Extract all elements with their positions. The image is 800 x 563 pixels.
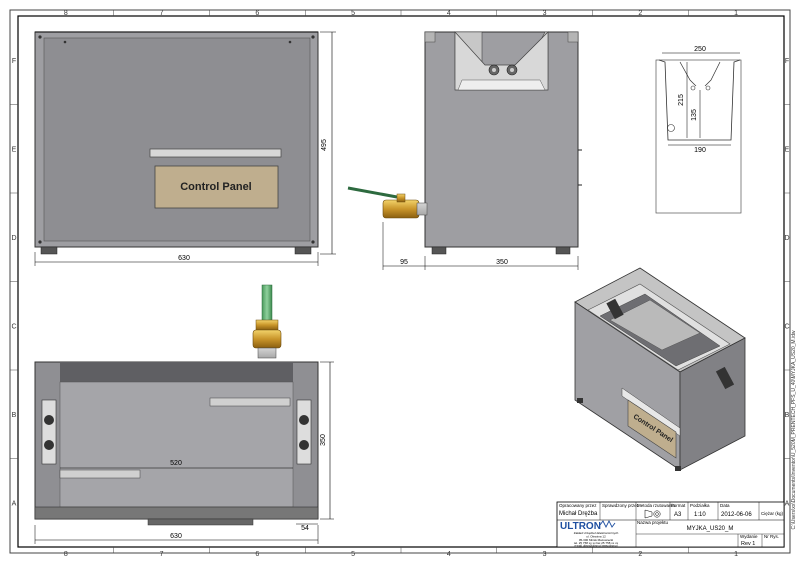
- project-title-value: MYJKA_US20_M: [687, 526, 734, 532]
- section-top-dim: 250: [694, 46, 706, 53]
- zone-column-6: 6: [255, 551, 259, 558]
- zone-column-5: 5: [351, 10, 355, 17]
- company-address-4: e-mail: ultron@ultron.pl www.ultron.pl: [575, 544, 618, 548]
- zone-column-1: 1: [734, 551, 738, 558]
- front-height-dim: 495: [321, 139, 328, 151]
- zone-column-2: 2: [638, 551, 642, 558]
- zone-column-3: 3: [543, 10, 547, 17]
- ball-valve-side: [347, 186, 428, 219]
- date-value: 2012-06-06: [721, 512, 752, 518]
- zone-column-8: 8: [64, 10, 68, 17]
- control-panel-plate: [154, 165, 279, 209]
- format-label: Format: [671, 503, 686, 508]
- projection-method-label: Metoda rzutowania: [637, 503, 676, 508]
- top-depth-dim: 350: [320, 434, 327, 446]
- zone-row-F: F: [785, 58, 789, 65]
- date-label: Data: [720, 503, 730, 508]
- drawn-by-label: Opracowany przez: [559, 503, 597, 508]
- zone-row-B: B: [12, 412, 17, 419]
- zone-row-A: A: [12, 500, 17, 507]
- zone-column-7: 7: [160, 10, 164, 17]
- zone-row-E: E: [785, 146, 790, 153]
- sheet-number-label: Nr Rys.: [764, 534, 779, 539]
- company-logo: ULTRON: [560, 521, 601, 532]
- section-height-dim: 215: [678, 94, 685, 106]
- edition-value: Rev 1: [741, 541, 755, 547]
- zone-column-2: 2: [638, 10, 642, 17]
- scale-label: Podziałka: [690, 503, 710, 508]
- zone-column-3: 3: [543, 551, 547, 558]
- title-block: Opracowany przez Michał Drężba Sprawdzon…: [556, 501, 785, 548]
- side-depth-dim: 350: [496, 259, 508, 266]
- zone-column-7: 7: [160, 551, 164, 558]
- file-path: C:\Users\xx\Documents\Inventor\U_520M_PR…: [791, 330, 797, 529]
- zone-row-A: A: [785, 500, 790, 507]
- section-view: 250 215 135 190: [655, 46, 742, 214]
- zone-row-D: D: [784, 235, 789, 242]
- projection-symbol-icon: [644, 509, 661, 519]
- zone-column-8: 8: [64, 551, 68, 558]
- format-value: A3: [674, 512, 682, 518]
- zone-column-1: 1: [734, 10, 738, 17]
- section-mid-dim: 135: [691, 109, 698, 121]
- top-view: 520 630 54 350: [34, 284, 334, 544]
- top-width-dim: 630: [170, 533, 182, 540]
- zone-row-C: C: [11, 323, 16, 330]
- checked-by-label: Sprawdzony przez: [602, 503, 640, 508]
- company-address-3: tel. 25 758 xx xx fax 25 758 xx xx: [574, 541, 619, 545]
- company-address-2: 05-300 Mińsk Mazowiecki: [579, 538, 614, 542]
- zone-row-D: D: [11, 235, 16, 242]
- zone-row-E: E: [12, 146, 17, 153]
- top-small-dim: 54: [301, 525, 309, 532]
- company-subtitle: Zakład Urządzeń Elektronicznych: [574, 531, 619, 535]
- top-inner-dim: 520: [170, 460, 182, 467]
- zone-row-C: C: [784, 323, 789, 330]
- edition-label: Wydanie: [740, 534, 758, 539]
- zone-row-F: F: [12, 58, 16, 65]
- project-title-label: Nazwa projektu: [637, 520, 669, 525]
- zone-column-6: 6: [255, 10, 259, 17]
- company-wave-icon: [599, 519, 616, 529]
- control-panel-label: Control Panel: [180, 181, 252, 193]
- company-address-1: ul. Okrężna 12: [586, 535, 606, 539]
- scale-value: 1:10: [694, 512, 706, 518]
- section-bottom-dim: 190: [694, 147, 706, 154]
- side-valve-dim: 95: [400, 259, 408, 266]
- zone-column-4: 4: [447, 551, 451, 558]
- zone-column-5: 5: [351, 551, 355, 558]
- side-view: 95 350: [347, 31, 582, 270]
- front-width-dim: 630: [178, 255, 190, 262]
- mass-label: Ciężar (kg): [761, 511, 784, 516]
- zone-column-4: 4: [447, 10, 451, 17]
- isometric-view: Control Panel: [574, 267, 746, 471]
- front-view: Control Panel 630 495: [34, 31, 336, 266]
- drawn-by-name: Michał Drężba: [559, 511, 598, 517]
- zone-row-B: B: [785, 412, 790, 419]
